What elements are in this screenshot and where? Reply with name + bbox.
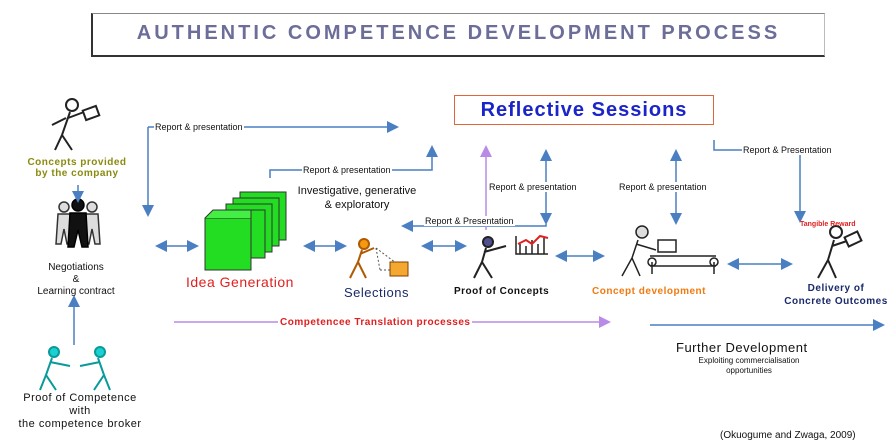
proof-competence-line1: Proof of Competence: [23, 392, 137, 404]
delivery-line2: Concrete Outcomes: [784, 296, 887, 307]
person-document-icon: [51, 98, 101, 151]
report-label-5: Report & presentation: [618, 182, 708, 192]
title-box: AUTHENTIC COMPETENCE DEVELOPMENT PROCESS: [91, 13, 825, 57]
delivery-person-icon: [817, 225, 863, 279]
concepts-provided-label: Concepts provided by the company: [14, 157, 140, 179]
delivery-label: Delivery of Concrete Outcomes: [780, 282, 887, 308]
concepts-provided-line2: by the company: [35, 168, 119, 179]
document-stack-icon: [204, 191, 287, 271]
proof-competence-line2: with: [69, 405, 91, 417]
tangible-reward-label: Tangible Reward: [800, 221, 856, 228]
negotiations-label: Negotiations & Learning contract: [28, 262, 124, 298]
delivery-line1: Delivery of: [807, 283, 865, 294]
exploiting-line1: Exploiting commercialisation: [698, 356, 800, 365]
exploiting-line2: opportunities: [726, 366, 772, 375]
reflective-sessions-label: Reflective Sessions: [480, 99, 688, 121]
further-development-label: Further Development: [676, 340, 808, 355]
bar-chart-icon: [515, 234, 549, 255]
investigative-line1: Investigative, generative: [297, 185, 417, 197]
selections-person-icon: [349, 238, 409, 279]
report-label-1: Report & presentation: [154, 122, 244, 132]
proof-concepts-label: Proof of Concepts: [454, 286, 550, 297]
proof-competence-line3: the competence broker: [18, 418, 142, 430]
exploiting-label: Exploiting commercialisation opportuniti…: [674, 356, 824, 376]
page-title: AUTHENTIC COMPETENCE DEVELOPMENT PROCESS: [136, 22, 781, 44]
concept-development-person-icon: [621, 225, 719, 277]
report-label-6: Report & Presentation: [742, 145, 833, 155]
group-people-icon: [55, 198, 101, 248]
concepts-provided-line1: Concepts provided: [27, 157, 127, 168]
report-label-2: Report & presentation: [302, 165, 392, 175]
citation: (Okuogume and Zwaga, 2009): [720, 430, 856, 441]
negotiations-line3: Learning contract: [37, 286, 115, 297]
report-label-4: Report & presentation: [488, 182, 578, 192]
reflective-sessions-box: Reflective Sessions: [454, 95, 714, 125]
concept-development-label: Concept development: [592, 286, 706, 297]
conveyor-icon: [647, 239, 719, 274]
selections-label: Selections: [344, 285, 409, 300]
competence-translation-label: Competencee Translation processes: [278, 317, 473, 328]
negotiations-line1: Negotiations: [48, 262, 104, 273]
idea-generation-label: Idea Generation: [186, 274, 294, 290]
report-label-3: Report & Presentation: [424, 216, 515, 226]
investigative-label: Investigative, generative & exploratory: [290, 184, 424, 212]
investigative-line2: & exploratory: [324, 199, 390, 211]
handshake-icon: [39, 346, 111, 391]
proof-concepts-person-icon: [473, 234, 549, 279]
proof-competence-label: Proof of Competence with the competence …: [0, 392, 160, 431]
negotiations-line2: &: [72, 274, 80, 285]
